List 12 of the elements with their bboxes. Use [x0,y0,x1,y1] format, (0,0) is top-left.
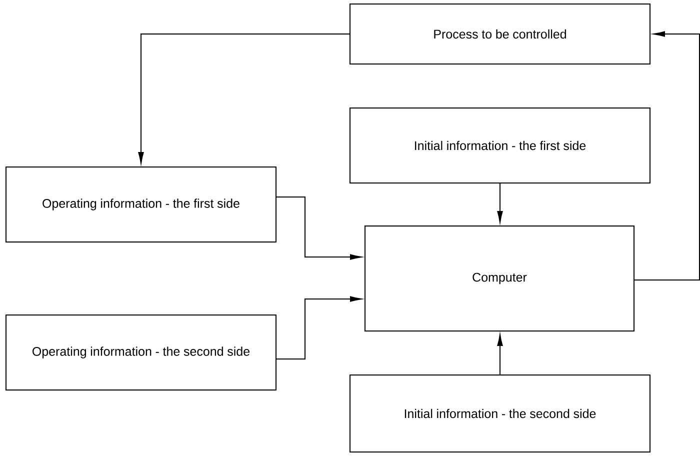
process-box: Initial information - the first side [350,108,650,184]
arrow [138,34,350,164]
arrow [497,334,503,376]
process-box: Initial information - the second side [350,374,650,452]
process-box: Operating information - the first side [6,166,276,242]
arrow [634,31,700,280]
arrow [497,182,503,223]
process-box: Operating information - the second side [6,314,276,390]
arrow [276,196,362,260]
process-box: Computer [364,226,634,332]
process-box: Process to be controlled [350,4,650,64]
arrow [276,296,362,360]
